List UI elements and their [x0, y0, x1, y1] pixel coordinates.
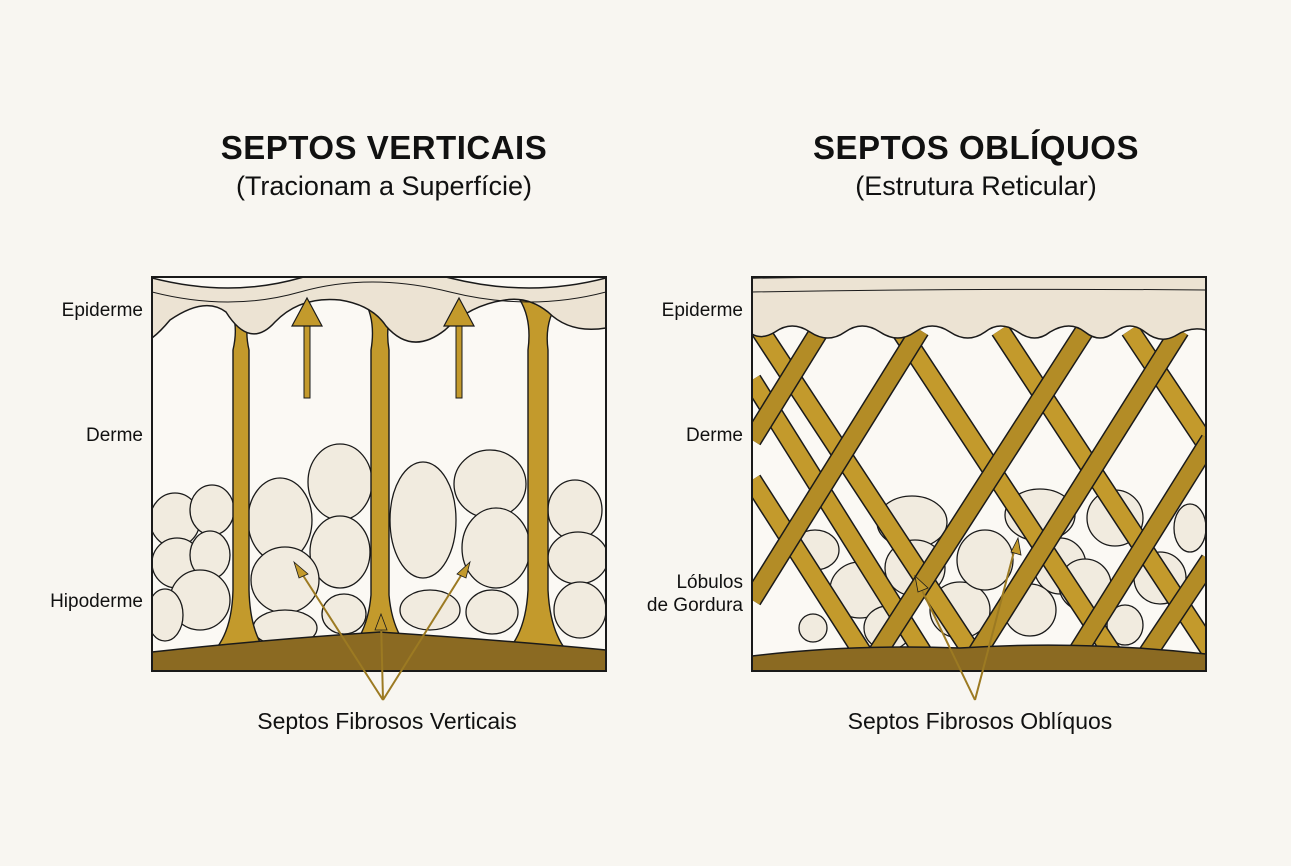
left-upward-arrows	[290, 296, 476, 399]
right-label-gordura: de Gordura	[646, 595, 743, 616]
right-oblique-septa-b-fill	[752, 325, 1206, 671]
right-label-derme: Derme	[685, 425, 743, 446]
right-label-epiderme: Epiderme	[661, 300, 743, 321]
right-title: SEPTOS OBLÍQUOS	[813, 129, 1139, 166]
left-panel-border	[151, 276, 607, 672]
right-panel	[752, 277, 1206, 671]
arrow-up-icon-1	[290, 296, 324, 327]
left-subtitle: (Tracionam a Superfície)	[235, 171, 533, 201]
arrow-shaft-1	[303, 317, 311, 399]
left-label-derme: Derme	[85, 425, 143, 446]
right-callout-lines	[917, 543, 1017, 701]
right-epidermis	[752, 277, 1206, 340]
right-callout-arrowheads	[914, 536, 1022, 593]
right-caption: Septos Fibrosos Oblíquos	[847, 708, 1113, 734]
left-title: SEPTOS VERTICAIS	[220, 129, 548, 166]
left-fat-lobules	[152, 443, 606, 647]
left-callout-arrowheads	[293, 560, 471, 631]
arrow-up-icon-2	[442, 296, 476, 327]
left-panel	[152, 277, 606, 671]
left-callout-lines	[296, 565, 468, 701]
left-panel-title: SEPTOS VERTICAIS (Tracionam a Superfície…	[124, 128, 644, 204]
left-label-hipoderme: Hipoderme	[50, 591, 143, 612]
right-epidermis-line	[752, 288, 1206, 293]
right-panel-border	[751, 276, 1207, 672]
right-panel-title: SEPTOS OBLÍQUOS (Estrutura Reticular)	[716, 128, 1236, 204]
left-caption: Septos Fibrosos Verticais	[257, 708, 517, 734]
left-base-layer	[152, 631, 606, 671]
right-base-layer	[752, 644, 1206, 671]
left-epidermis-line	[152, 281, 606, 303]
right-label-lobulos: Lóbulos	[676, 572, 743, 593]
arrow-shaft-2	[455, 317, 463, 399]
right-subtitle: (Estrutura Reticular)	[855, 171, 1097, 201]
left-epidermis	[152, 277, 606, 343]
left-label-epiderme: Epiderme	[61, 300, 143, 321]
